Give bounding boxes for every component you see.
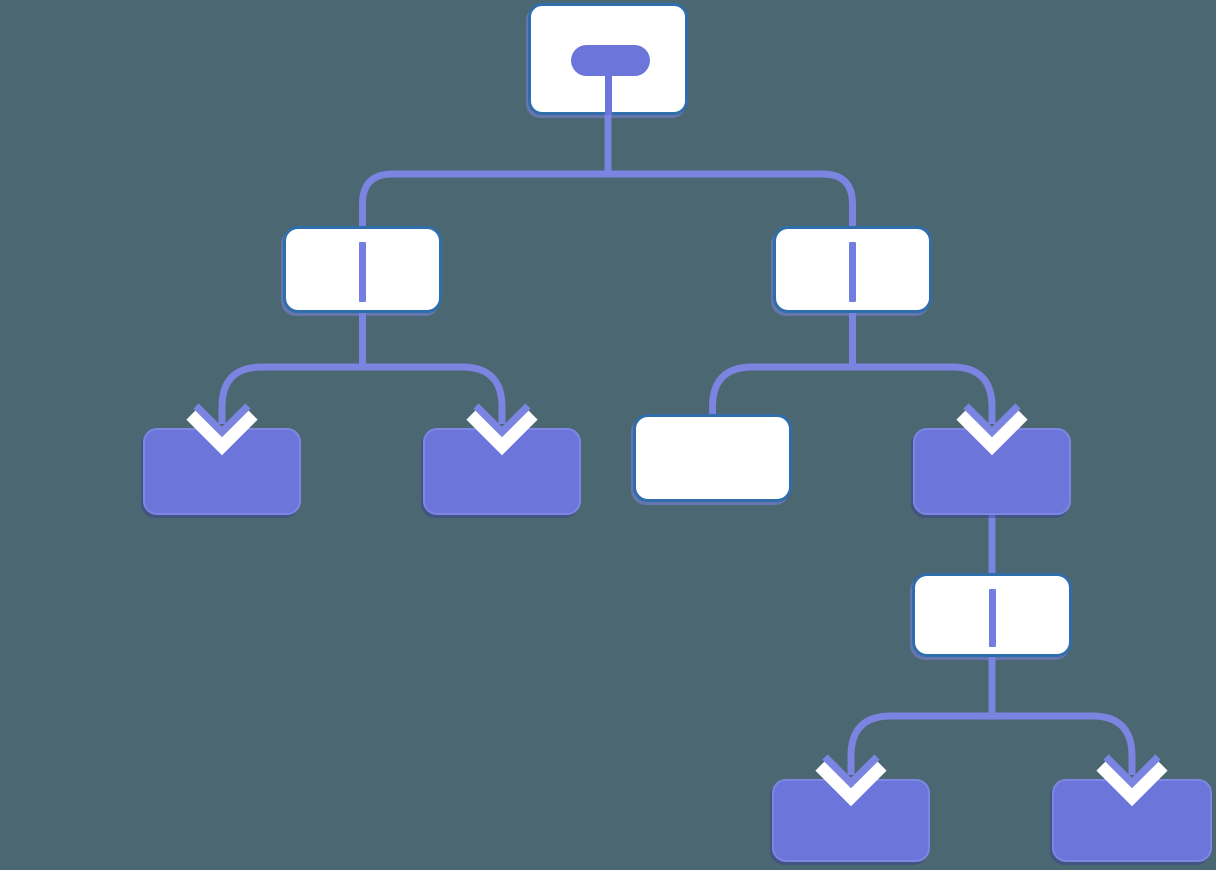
node-branch-deep[interactable]	[912, 573, 1072, 657]
connector-root-rail	[359, 170, 856, 228]
node-root[interactable]	[528, 3, 688, 115]
root-stem-shape	[604, 72, 612, 115]
node-branch-left[interactable]	[283, 226, 442, 313]
node-leaf-d[interactable]	[1052, 779, 1212, 862]
node-child-plain[interactable]	[633, 414, 792, 502]
pass-through-line-icon	[988, 589, 996, 647]
pass-through-line-icon	[849, 242, 856, 302]
pass-through-line-icon	[359, 242, 366, 302]
connector-left-branch-rail	[218, 363, 506, 424]
node-branch-right[interactable]	[773, 226, 932, 313]
node-leaf-a[interactable]	[143, 428, 301, 515]
root-pill-shape	[571, 45, 650, 76]
connector-bottom-rail	[847, 712, 1136, 775]
node-leaf-c[interactable]	[772, 779, 930, 862]
node-child-deep[interactable]	[913, 428, 1071, 515]
node-leaf-b[interactable]	[423, 428, 581, 515]
